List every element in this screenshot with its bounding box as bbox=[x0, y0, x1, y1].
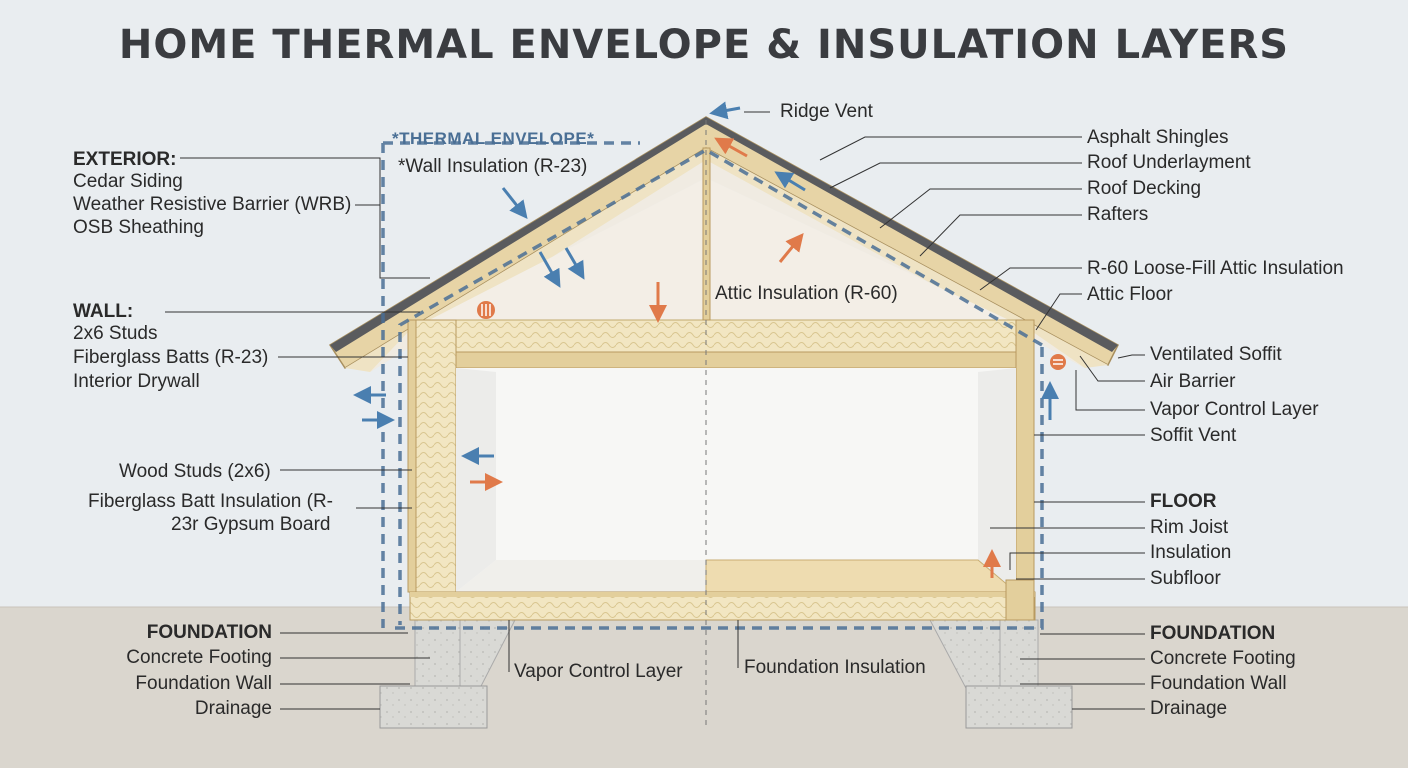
soffit-vent-icon bbox=[1050, 354, 1066, 370]
vapor-control-label: Vapor Control Layer bbox=[514, 661, 683, 682]
foundation-insulation-label: Foundation Insulation bbox=[744, 657, 926, 678]
subfloor bbox=[705, 559, 1018, 593]
eave-label: Vapor Control Layer bbox=[1150, 399, 1319, 420]
thermal-envelope-heading: *THERMAL ENVELOPE* bbox=[392, 129, 595, 148]
roof-label: Roof Decking bbox=[1087, 178, 1202, 199]
wall-heading: WALL: bbox=[73, 301, 134, 322]
floor-item: Rim Joist bbox=[1150, 517, 1229, 538]
eave-label: Air Barrier bbox=[1150, 371, 1236, 392]
wood-studs-label: Wood Studs (2x6) bbox=[119, 461, 271, 482]
eave-label: Ventilated Soffit bbox=[1150, 344, 1282, 365]
thermal-envelope-outline bbox=[381, 141, 1044, 630]
foundation-heading-right: FOUNDATION bbox=[1150, 623, 1276, 644]
attic-insulation bbox=[409, 319, 1031, 353]
exterior-heading: EXTERIOR: bbox=[73, 149, 177, 170]
ground bbox=[0, 607, 1408, 768]
attic-insulation-label: Attic Insulation (R-60) bbox=[715, 283, 898, 304]
floor-item: Insulation bbox=[1150, 542, 1232, 563]
right-wall bbox=[1015, 319, 1035, 593]
page-title: HOME THERMAL ENVELOPE & INSULATION LAYER… bbox=[118, 22, 1290, 68]
foundation-left bbox=[379, 619, 516, 729]
foundation-right bbox=[929, 619, 1073, 729]
airflow-arrows bbox=[353, 101, 1059, 578]
attic-space bbox=[410, 178, 1030, 330]
roof-label: Attic Floor bbox=[1087, 284, 1173, 305]
wall-item: Fiberglass Batts (R-23) bbox=[73, 347, 269, 368]
roof-label: Rafters bbox=[1087, 204, 1149, 225]
wall-insulation-note: *Wall Insulation (R-23) bbox=[398, 156, 588, 177]
leader-lines bbox=[165, 111, 1145, 710]
batt-label-line1: Fiberglass Batt Insulation (R- bbox=[88, 491, 333, 512]
eave-label: Soffit Vent bbox=[1150, 425, 1237, 446]
foundation-item-left: Drainage bbox=[194, 698, 272, 719]
roof bbox=[328, 116, 1119, 372]
ridge-vent-label: Ridge Vent bbox=[780, 101, 873, 122]
exterior-item: Cedar Siding bbox=[73, 171, 183, 192]
foundation-item-right: Drainage bbox=[1150, 698, 1228, 719]
roof-label: R-60 Loose-Fill Attic Insulation bbox=[1087, 258, 1344, 279]
batt-label-line2: 23r Gypsum Board bbox=[171, 514, 331, 535]
foundation-item-left: Concrete Footing bbox=[126, 647, 272, 668]
foundation-heading-left: FOUNDATION bbox=[146, 622, 272, 643]
exterior-item: OSB Sheathing bbox=[73, 217, 204, 238]
foundation-item-left: Foundation Wall bbox=[135, 673, 272, 694]
floor-heading: FLOOR bbox=[1150, 491, 1217, 512]
foundation-item-right: Concrete Footing bbox=[1150, 648, 1296, 669]
foundation-item-right: Foundation Wall bbox=[1150, 673, 1287, 694]
wall-item: 2x6 Studs bbox=[73, 323, 158, 344]
room-interior bbox=[456, 368, 1016, 592]
attic-floor-joist bbox=[409, 351, 1031, 369]
wall-item: Interior Drywall bbox=[73, 371, 200, 392]
exterior-item: Weather Resistive Barrier (WRB) bbox=[73, 194, 352, 215]
roof-label: Roof Underlayment bbox=[1087, 152, 1251, 173]
floor-item: Subfloor bbox=[1150, 568, 1221, 589]
roof-label: Asphalt Shingles bbox=[1087, 127, 1229, 148]
